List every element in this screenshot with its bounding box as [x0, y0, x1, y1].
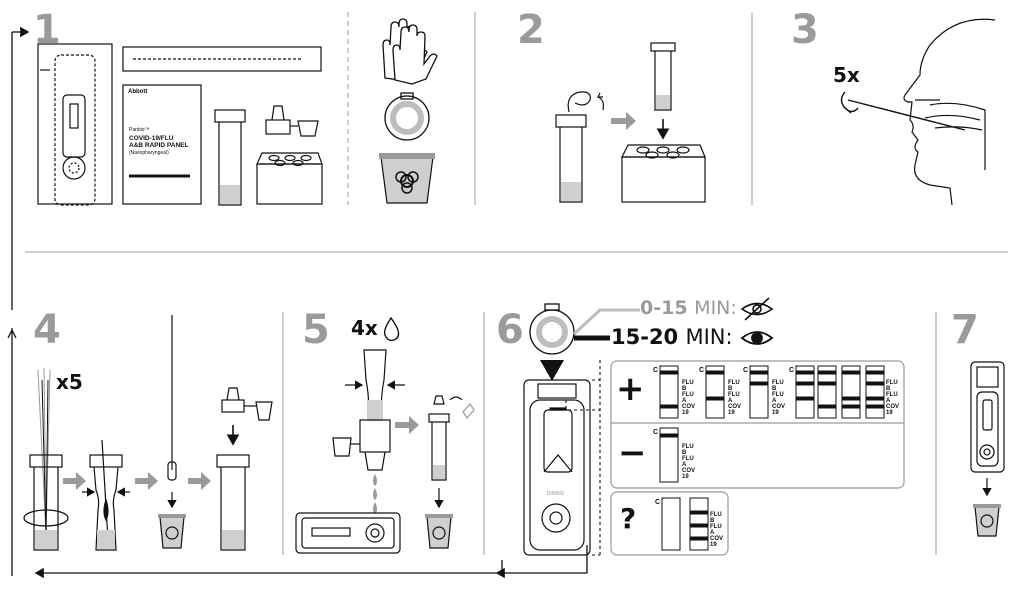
- step7-device: [970, 361, 1005, 473]
- step1-kit-box: [122, 84, 202, 205]
- device-timer-label: 15MINS: [546, 491, 565, 497]
- invalid-symbol: ?: [620, 502, 637, 535]
- step6-stopwatch: [529, 303, 640, 381]
- control-letter: C: [653, 367, 659, 374]
- separators: [25, 12, 1008, 555]
- step5-closed-tube: [425, 395, 475, 549]
- control-letter: C: [699, 367, 705, 374]
- step4-swab-swirl: [23, 367, 69, 551]
- step5-test-device: [295, 512, 401, 554]
- negative-strip: [659, 427, 679, 483]
- kit-product-small: Panbio™: [129, 127, 150, 133]
- step4-flow-arrows: [63, 472, 211, 490]
- step-number-7: 7: [951, 307, 979, 353]
- stopwatch-icon: [384, 92, 430, 141]
- result-dashed-links: [565, 360, 601, 556]
- step1-test-device-pouch: [37, 43, 113, 206]
- eye-icon: [740, 331, 774, 345]
- step-number-2: 2: [517, 7, 545, 53]
- step4-repeat-count: x5: [56, 370, 83, 394]
- negative-symbol: −: [618, 433, 647, 473]
- step1-tube-rack: [256, 152, 323, 205]
- step5-dispense-tube: [332, 349, 405, 471]
- kit-subtitle: (Nasopharyngeal): [129, 150, 169, 156]
- step7-discard: [973, 478, 1001, 537]
- step3-head-profile: [903, 18, 996, 206]
- result-panel-positive-negative: [610, 360, 905, 489]
- step2-tube-in-rack: [621, 42, 706, 203]
- control-letter: C: [789, 367, 795, 374]
- eye-crossed-icon: [740, 297, 774, 321]
- step4-cap-tube: [216, 387, 273, 551]
- biohazard-bin-icon: [379, 153, 435, 204]
- step1-swab-pack: [122, 46, 322, 72]
- step4-squeeze: [82, 439, 130, 551]
- step4-swab-discard: [158, 315, 186, 549]
- step5-drop-count: 4x: [351, 316, 378, 340]
- step2-tube-open: [555, 91, 605, 203]
- control-letter: C: [655, 499, 661, 506]
- step5-drops: [373, 474, 377, 514]
- invalid-strips: [661, 497, 709, 551]
- step-number-6: 6: [496, 307, 524, 353]
- control-letter: C: [743, 367, 749, 374]
- step1-nozzle-cap: [265, 105, 319, 137]
- step3-swab-insert: [840, 91, 966, 131]
- step5-arrow: [395, 416, 419, 434]
- step5-drop-icon: [383, 316, 400, 342]
- step-number-1: 1: [33, 7, 61, 53]
- kit-title-line2: A&B RAPID PANEL: [129, 142, 189, 149]
- step-number-4: 4: [33, 307, 61, 353]
- kit-title-line1: COVID-19/FLU: [129, 135, 174, 142]
- control-letter: C: [653, 429, 659, 436]
- result-panel-invalid: [610, 491, 729, 556]
- step-number-5: 5: [302, 307, 330, 353]
- timer-valid-range: 15-20 MIN:: [611, 325, 733, 349]
- positive-symbol: +: [616, 369, 645, 409]
- step2-arrow: [611, 112, 636, 130]
- step6-device: [523, 379, 591, 556]
- step1-extraction-tube: [214, 109, 246, 206]
- positive-strips: [659, 365, 885, 419]
- timer-invalid-range: 0-15 MIN:: [640, 297, 737, 319]
- flow-line: [7, 26, 588, 579]
- gloves-icon: [382, 18, 438, 85]
- step-number-3: 3: [791, 7, 819, 53]
- kit-brand: Abbott: [128, 89, 148, 95]
- step3-repeat-count: 5x: [833, 63, 860, 87]
